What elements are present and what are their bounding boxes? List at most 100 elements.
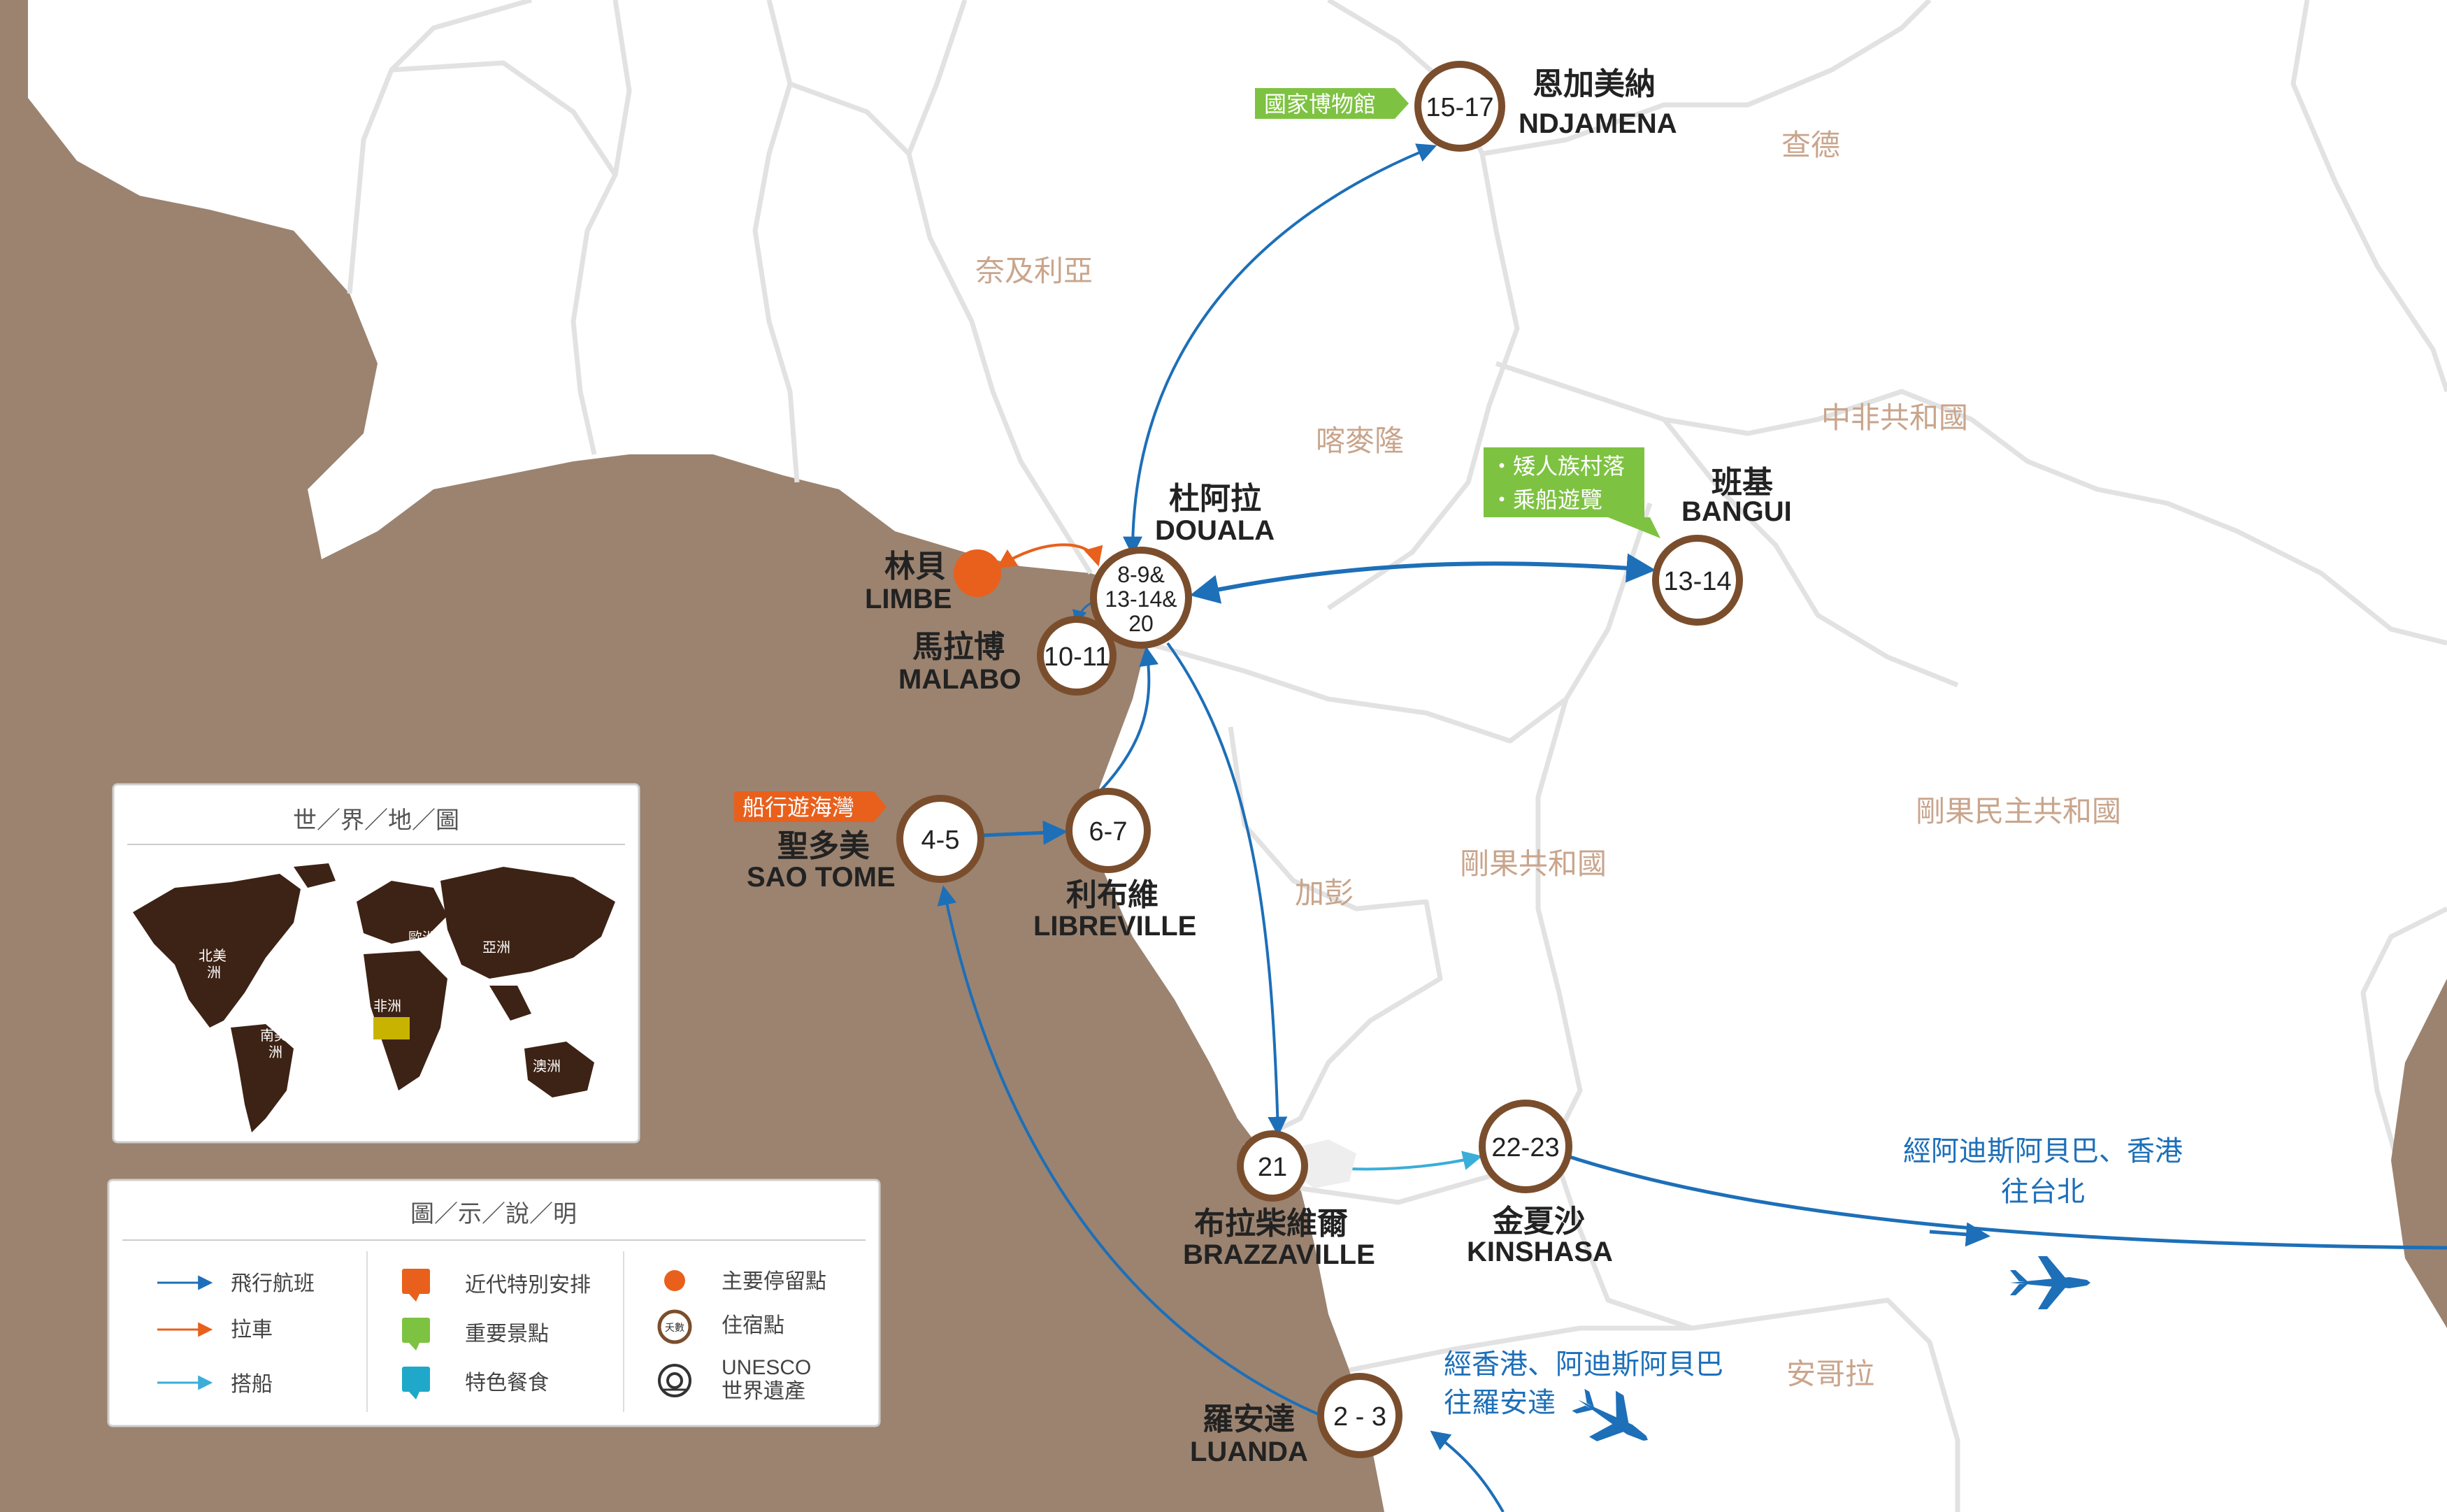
svg-text:4-5: 4-5 bbox=[921, 826, 960, 855]
country-label-angola: 安哥拉 bbox=[1786, 1357, 1874, 1391]
legend-flight-label: 飛行航班 bbox=[231, 1272, 315, 1296]
country-borders bbox=[347, 0, 2447, 1512]
legend-food-label: 特色餐食 bbox=[465, 1371, 549, 1395]
flight-route-kinshasa-taipei bbox=[1558, 1151, 2447, 1250]
legend-drive-label: 拉車 bbox=[231, 1318, 273, 1342]
city-name-en-luanda: LUANDA bbox=[1190, 1437, 1308, 1467]
stop-kinshasa[interactable]: 22-23 bbox=[1479, 1100, 1572, 1193]
legend: 圖／示／說／明 飛行航班 拉車 搭船 近代特別安排 重要景點 特色餐食 主要停留… bbox=[107, 1179, 881, 1427]
stop-bangui[interactable]: 13-14 bbox=[1652, 535, 1743, 626]
city-name-zh-saotome: 聖多美 bbox=[777, 828, 870, 864]
legend-unesco-label-l1: UNESCO bbox=[722, 1356, 811, 1379]
inset-label-sa-l1: 南美 bbox=[260, 1027, 288, 1044]
legend-special-icon bbox=[402, 1269, 430, 1302]
stop-saotome[interactable]: 4-5 bbox=[896, 795, 984, 883]
city-name-zh-douala: 杜阿拉 bbox=[1169, 481, 1261, 517]
city-name-en-brazzaville: BRAZZAVILLE bbox=[1183, 1239, 1375, 1270]
inset-label-na-l2: 洲 bbox=[207, 964, 221, 981]
plane-icon bbox=[2010, 1256, 2090, 1309]
legend-boat-label: 搭船 bbox=[231, 1372, 273, 1397]
legend-title: 圖／示／說／明 bbox=[410, 1200, 577, 1228]
main-stop-marker-limbe[interactable] bbox=[954, 549, 1001, 597]
country-label-nigeria: 奈及利亞 bbox=[975, 254, 1093, 288]
stop-luanda[interactable]: 2 - 3 bbox=[1317, 1373, 1402, 1458]
inset-label-europe: 歐洲 bbox=[408, 929, 436, 946]
stop-malabo[interactable]: 10-11 bbox=[1037, 616, 1117, 696]
svg-text:13-14&: 13-14& bbox=[1105, 586, 1177, 612]
city-name-zh-bangui: 班基 bbox=[1712, 465, 1773, 501]
drive-route-douala-limbe bbox=[996, 543, 1103, 569]
city-name-zh-libreville: 利布維 bbox=[1066, 877, 1158, 913]
country-label-chad: 查德 bbox=[1781, 128, 1840, 162]
city-name-en-libreville: LIBREVILLE bbox=[1033, 911, 1196, 942]
city-name-en-limbe: LIMBE bbox=[865, 584, 952, 614]
svg-text:・乘船遊覽: ・乘船遊覽 bbox=[1491, 487, 1602, 513]
city-name-zh-brazzaville: 布拉柴維爾 bbox=[1194, 1206, 1348, 1241]
africa-highlight bbox=[373, 1017, 410, 1039]
legend-special-label: 近代特別安排 bbox=[465, 1273, 591, 1297]
tag-pygmy-boat: ・矮人族村落 ・乘船遊覽 bbox=[1484, 447, 1660, 538]
svg-text:15-17: 15-17 bbox=[1426, 93, 1493, 122]
tag-national-museum: 國家博物館 bbox=[1255, 88, 1409, 119]
flight-route-libreville-douala bbox=[1100, 646, 1159, 791]
legend-main-stop-label: 主要停留點 bbox=[722, 1269, 826, 1294]
flight-route-luanda-saotome bbox=[937, 885, 1322, 1417]
stop-douala[interactable]: 8-9& 13-14& 20 bbox=[1090, 547, 1192, 649]
svg-text:6-7: 6-7 bbox=[1089, 817, 1128, 847]
city-name-en-ndjamena: NDJAMENA bbox=[1519, 108, 1677, 139]
route-note-outbound-l1: 經阿迪斯阿貝巴、香港 bbox=[1903, 1135, 2183, 1167]
legend-lodging-icon: 夭數 bbox=[657, 1309, 692, 1344]
svg-text:2 - 3: 2 - 3 bbox=[1333, 1402, 1386, 1432]
world-continents bbox=[133, 863, 615, 1132]
city-name-zh-malabo: 馬拉博 bbox=[912, 629, 1005, 665]
stop-libreville[interactable]: 6-7 bbox=[1065, 788, 1151, 873]
city-name-en-kinshasa: KINSHASA bbox=[1467, 1237, 1613, 1267]
svg-text:22-23: 22-23 bbox=[1491, 1133, 1559, 1162]
flight-route-inbound-luanda bbox=[1430, 1430, 1505, 1512]
svg-text:20: 20 bbox=[1128, 611, 1154, 636]
stop-brazzaville[interactable]: 21 bbox=[1237, 1130, 1308, 1202]
city-name-zh-luanda: 羅安達 bbox=[1203, 1402, 1295, 1437]
city-name-zh-kinshasa: 金夏沙 bbox=[1492, 1204, 1585, 1239]
country-label-car: 中非共和國 bbox=[1821, 401, 1968, 435]
flight-route-saotome-libreville bbox=[982, 820, 1068, 845]
svg-text:10-11: 10-11 bbox=[1044, 642, 1110, 672]
city-name-en-malabo: MALABO bbox=[898, 664, 1021, 695]
brazzaville-area bbox=[1293, 1139, 1356, 1188]
unesco-icon bbox=[658, 1364, 691, 1397]
country-label-drc: 剛果民主共和國 bbox=[1916, 794, 2121, 828]
legend-main-stop-icon bbox=[664, 1270, 685, 1291]
flight-route-douala-ndjamena bbox=[1123, 143, 1437, 556]
svg-text:夭數: 夭數 bbox=[665, 1323, 684, 1334]
legend-lodging-label: 住宿點 bbox=[722, 1313, 784, 1338]
svg-text:・矮人族村落: ・矮人族村落 bbox=[1491, 453, 1625, 480]
route-note-outbound-l2: 往台北 bbox=[2001, 1176, 2085, 1208]
city-name-zh-limbe: 林貝 bbox=[884, 549, 946, 584]
city-name-en-bangui: BANGUI bbox=[1681, 496, 1792, 527]
legend-sight-icon bbox=[402, 1318, 430, 1351]
inset-label-sa-l2: 洲 bbox=[268, 1044, 282, 1060]
routes bbox=[937, 143, 2447, 1512]
stop-ndjamena[interactable]: 15-17 bbox=[1414, 61, 1505, 152]
flight-route-arrowhead bbox=[1929, 1222, 1990, 1247]
country-label-congo: 剛果共和國 bbox=[1460, 847, 1607, 881]
world-map-inset: 世／界／地／圖 北美 洲 歐洲 亞洲 非洲 南美 洲 澳洲 bbox=[112, 783, 640, 1144]
tag-bay-cruise: 船行遊海灣 bbox=[734, 791, 887, 822]
svg-text:船行遊海灣: 船行遊海灣 bbox=[742, 794, 854, 821]
svg-text:21: 21 bbox=[1258, 1153, 1287, 1182]
plane-icon bbox=[1572, 1388, 1648, 1441]
svg-text:國家博物館: 國家博物館 bbox=[1264, 91, 1376, 117]
legend-unesco-label-l2: 世界遺產 bbox=[722, 1379, 805, 1404]
inset-label-africa: 非洲 bbox=[373, 998, 401, 1014]
country-label-gabon: 加彭 bbox=[1295, 876, 1354, 910]
route-note-inbound-l1: 經香港、阿迪斯阿貝巴 bbox=[1444, 1348, 1723, 1381]
ocean-area-east bbox=[2391, 979, 2447, 1328]
inset-label-oceania: 澳洲 bbox=[533, 1058, 561, 1074]
legend-sight-label: 重要景點 bbox=[465, 1322, 549, 1346]
inset-label-asia: 亞洲 bbox=[482, 939, 510, 956]
city-name-en-douala: DOUALA bbox=[1155, 515, 1275, 546]
country-label-cameroon: 喀麥隆 bbox=[1316, 424, 1404, 458]
city-name-zh-ndjamena: 恩加美納 bbox=[1533, 66, 1656, 102]
svg-text:13-14: 13-14 bbox=[1663, 567, 1731, 596]
